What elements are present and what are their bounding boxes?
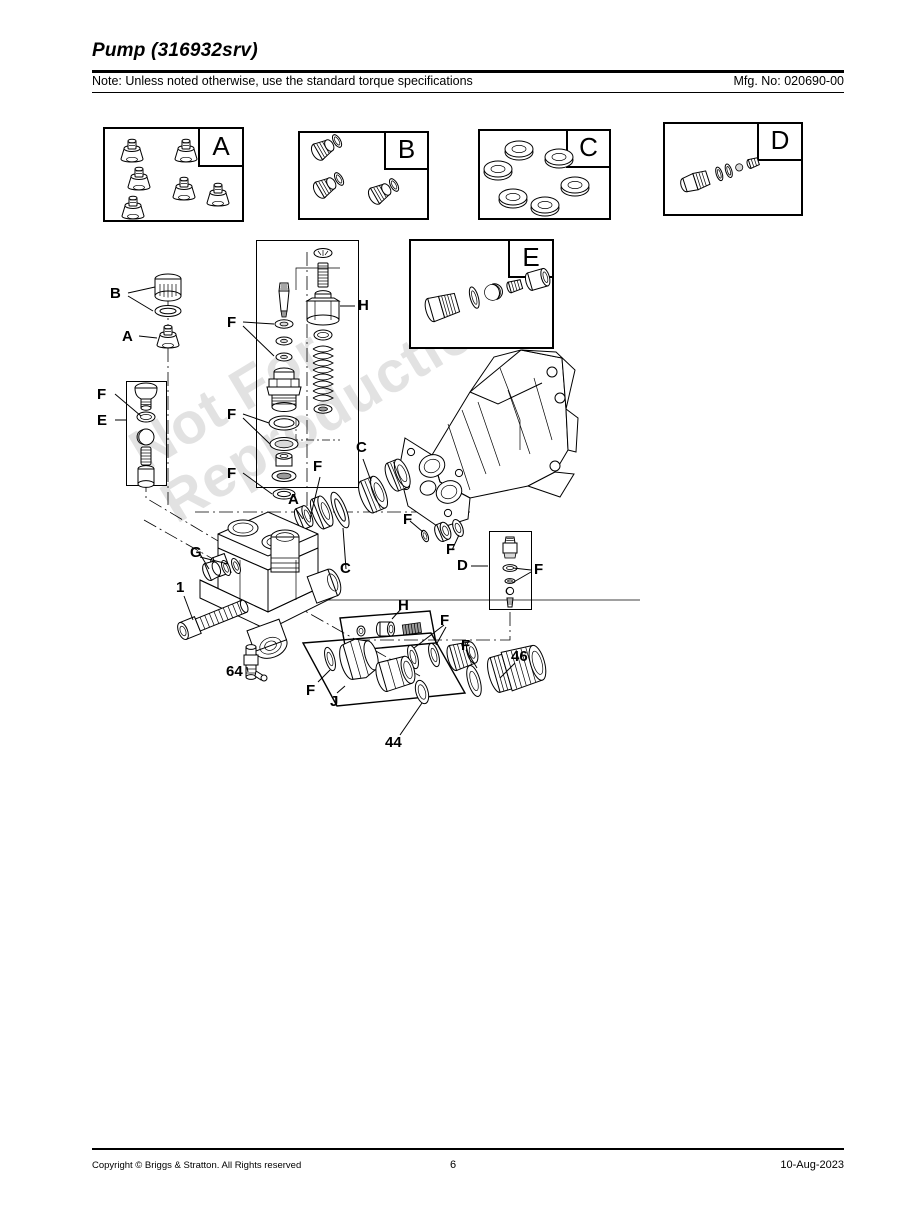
callout-f-inlet: F xyxy=(306,682,316,699)
chemical-injector-fitting xyxy=(243,644,268,682)
pump-manifold xyxy=(199,511,342,659)
piston-oring-pair xyxy=(420,518,464,543)
kit-b-parts xyxy=(308,131,402,208)
spring xyxy=(312,345,334,402)
kit-d-parts xyxy=(680,157,760,193)
inlet-fitting-kit xyxy=(301,632,467,707)
top-left-column xyxy=(154,273,182,349)
kit-c-parts xyxy=(483,140,590,217)
callout-a-manifold: A xyxy=(288,491,299,508)
kit-box-c-tag: C xyxy=(566,129,611,168)
callout-f-manifold: F xyxy=(313,458,323,475)
callout-d-unloader: D xyxy=(457,557,468,574)
page-title: Pump (316932srv) xyxy=(92,40,258,61)
callout-f-center-mid: F xyxy=(227,406,237,423)
pump-crankcase xyxy=(398,349,579,529)
callout-f-piston-r: F xyxy=(446,541,456,558)
plug-and-washer xyxy=(202,557,241,582)
document-date: 10-Aug-2023 xyxy=(780,1159,844,1171)
subbox-center-valve xyxy=(256,240,359,488)
callout-f-left-kit: F xyxy=(97,386,107,403)
unloader-kit-parts xyxy=(502,536,518,608)
kit-box-e: E xyxy=(409,239,554,349)
callout-h-unloader: H xyxy=(358,297,369,314)
kit-box-d: D xyxy=(663,122,803,216)
callout-1-bolt: 1 xyxy=(176,579,185,596)
copyright-text: Copyright © Briggs & Stratton. All Right… xyxy=(92,1160,302,1171)
kit-box-d-tag: D xyxy=(757,122,803,161)
hex-socket-bolt xyxy=(177,599,249,641)
callout-f-center-up: F xyxy=(227,314,237,331)
footer-divider xyxy=(92,1148,844,1150)
mfg-number: Mfg. No: 020690-00 xyxy=(733,74,845,88)
callout-44-screen: 44 xyxy=(385,734,402,751)
kit-e-parts xyxy=(424,267,551,323)
kit-box-a-tag: A xyxy=(198,127,244,167)
callout-b-top: B xyxy=(110,285,121,302)
torque-note: Note: Unless noted otherwise, use the st… xyxy=(92,74,473,88)
kit-box-b-tag: B xyxy=(384,131,429,170)
title-divider xyxy=(92,70,844,73)
callout-f-unloader: F xyxy=(534,561,544,578)
callout-c-upper: C xyxy=(356,439,367,456)
left-kit-column xyxy=(134,382,158,488)
page-number: 6 xyxy=(449,1159,457,1171)
callout-a-top: A xyxy=(122,328,133,345)
callout-64-injector: 64 xyxy=(226,663,243,680)
unloader-spring-assembly xyxy=(295,248,341,441)
callout-j-kit: J xyxy=(330,693,339,710)
subbox-unloader xyxy=(489,531,532,610)
thermal-relief-strip xyxy=(339,610,437,652)
center-valve-column xyxy=(266,282,302,500)
callout-g-plug: G xyxy=(190,544,202,561)
crankcase-seal-stack xyxy=(293,458,411,530)
callout-46-adapter: 46 xyxy=(511,648,528,665)
callout-f-center-low: F xyxy=(227,465,237,482)
kit-a-parts xyxy=(120,138,230,220)
callout-f-hose: F xyxy=(461,637,471,654)
note-divider xyxy=(92,92,844,93)
callout-c-lower: C xyxy=(340,560,351,577)
leader-lines xyxy=(114,286,532,736)
callout-f-outlet: F xyxy=(440,612,450,629)
callout-h-strip: H xyxy=(398,597,409,614)
outlet-adapter-fitting xyxy=(466,644,547,697)
callout-e-left-kit: E xyxy=(97,412,108,429)
callout-f-piston-l: F xyxy=(403,511,413,528)
